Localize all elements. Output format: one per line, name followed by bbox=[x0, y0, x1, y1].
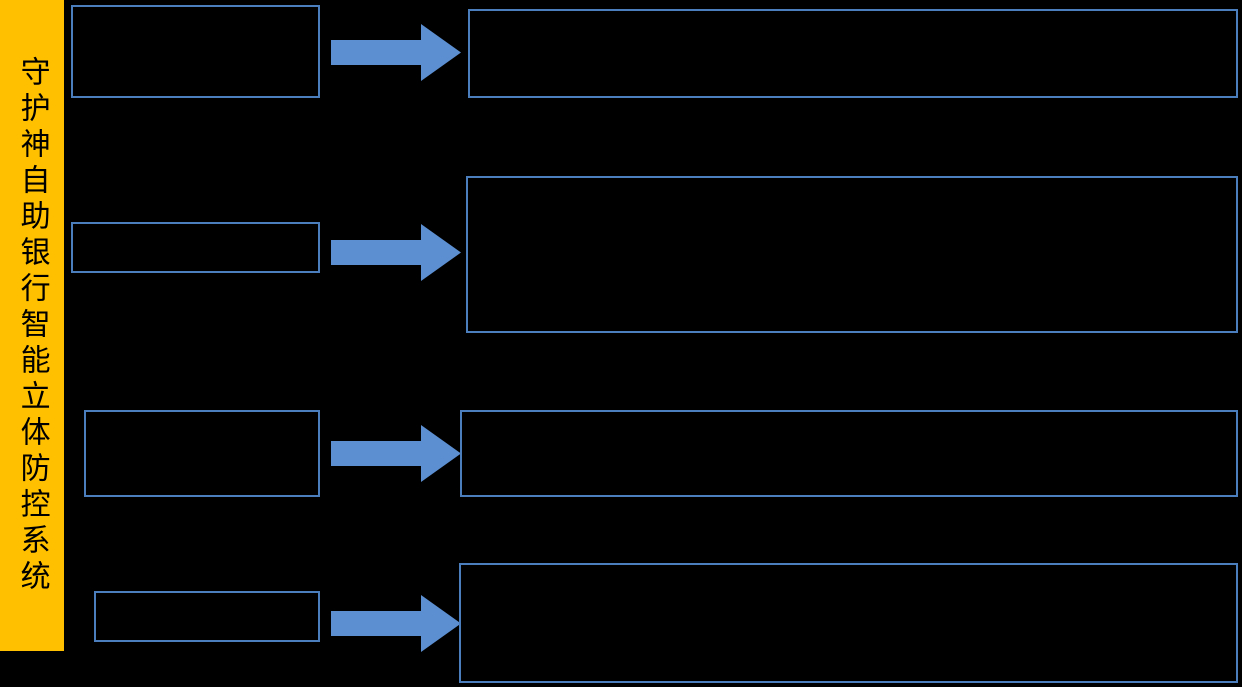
arrow-right-1-icon bbox=[331, 24, 461, 81]
arrow-right-3-icon bbox=[331, 425, 461, 482]
right-box-4[interactable] bbox=[459, 563, 1238, 683]
vertical-title-banner: 守护神自助银行智能立体防控系统 bbox=[0, 0, 64, 651]
left-box-4[interactable] bbox=[94, 591, 320, 642]
left-box-1[interactable] bbox=[71, 5, 320, 98]
arrow-right-4-icon bbox=[331, 595, 461, 652]
page-title: 守护神自助银行智能立体防控系统 bbox=[14, 55, 50, 596]
left-box-2[interactable] bbox=[71, 222, 320, 273]
left-box-3[interactable] bbox=[84, 410, 320, 497]
right-box-2[interactable] bbox=[466, 176, 1238, 333]
right-box-1[interactable] bbox=[468, 9, 1238, 98]
arrow-right-2-icon bbox=[331, 224, 461, 281]
right-box-3[interactable] bbox=[460, 410, 1238, 497]
